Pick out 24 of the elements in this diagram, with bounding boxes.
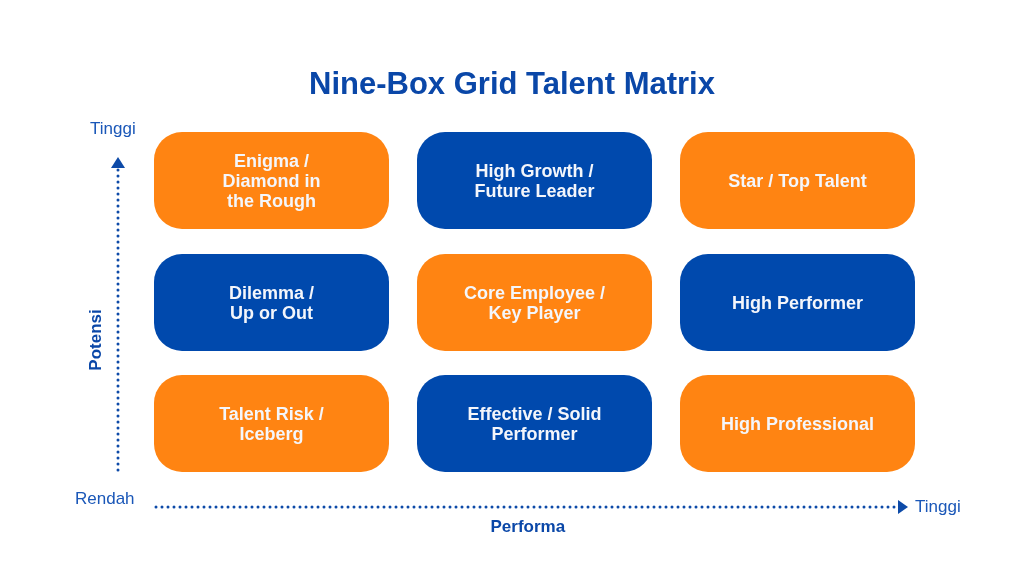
matrix-box — [417, 132, 652, 229]
box-label: Star / Top Talent — [728, 170, 867, 191]
matrix-box — [680, 132, 915, 229]
axis-label: Tinggi — [90, 119, 136, 139]
matrix-box — [680, 375, 915, 472]
box-label: Talent Risk / Iceberg — [218, 403, 325, 444]
axis-label: Tinggi — [915, 497, 961, 517]
axis-title: Potensi — [85, 309, 106, 371]
matrix-box — [154, 254, 389, 351]
box-label: High Performer — [732, 292, 863, 313]
box-label: Dilemma / Up or Out — [227, 282, 315, 323]
matrix-box — [154, 132, 389, 229]
box-label: High Growth / Future Leader — [473, 160, 596, 201]
box-label: Core Employee / Key Player — [462, 282, 606, 323]
matrix-box — [417, 375, 652, 472]
box-label: Enigma / Diamond in the Rough — [221, 150, 322, 211]
axis-title: Performa — [490, 517, 566, 537]
matrix-box — [417, 254, 652, 351]
title: Nine-Box Grid Talent Matrix — [309, 66, 715, 102]
matrix-box — [680, 254, 915, 351]
matrix-box — [154, 375, 389, 472]
box-label: Effective / Solid Performer — [466, 403, 603, 444]
box-label: High Professional — [721, 413, 874, 434]
axis-label: Rendah — [75, 489, 135, 509]
